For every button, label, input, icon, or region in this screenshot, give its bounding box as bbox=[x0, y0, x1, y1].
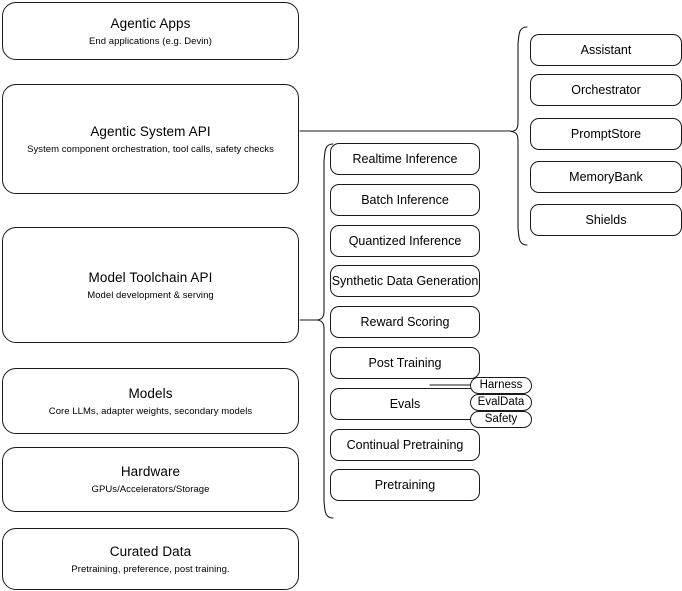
layer-subtitle: System component orchestration, tool cal… bbox=[27, 143, 274, 155]
component-promptstore[interactable]: PromptStore bbox=[530, 118, 682, 150]
component-post-training[interactable]: Post Training bbox=[330, 347, 480, 379]
layer-subtitle: Core LLMs, adapter weights, secondary mo… bbox=[48, 405, 253, 417]
component-quantized-inference[interactable]: Quantized Inference bbox=[330, 225, 480, 257]
layer-title: Agentic System API bbox=[90, 123, 211, 139]
layer-agentic-system-api[interactable]: Agentic System API System component orch… bbox=[2, 84, 299, 194]
component-synthetic-data-generation[interactable]: Synthetic Data Generation bbox=[330, 265, 480, 297]
component-label: Orchestrator bbox=[571, 83, 641, 97]
component-label: Evals bbox=[389, 397, 421, 411]
layer-title: Hardware bbox=[120, 464, 181, 479]
component-pretraining[interactable]: Pretraining bbox=[330, 469, 480, 501]
layer-subtitle: Model development & serving bbox=[87, 289, 214, 301]
component-label: Pretraining bbox=[374, 478, 436, 492]
layer-hardware[interactable]: Hardware GPUs/Accelerators/Storage bbox=[2, 447, 299, 512]
component-reward-scoring[interactable]: Reward Scoring bbox=[330, 306, 480, 338]
badge-evaldata[interactable]: EvalData bbox=[470, 394, 532, 411]
component-shields[interactable]: Shields bbox=[530, 204, 682, 236]
component-label: MemoryBank bbox=[569, 170, 643, 184]
layer-title: Curated Data bbox=[109, 543, 192, 559]
component-label: Synthetic Data Generation bbox=[331, 274, 479, 288]
layer-subtitle: Pretraining, preference, post training. bbox=[71, 563, 230, 575]
layer-title: Model Toolchain API bbox=[88, 269, 213, 285]
component-continual-pretraining[interactable]: Continual Pretraining bbox=[330, 429, 480, 461]
component-label: PromptStore bbox=[570, 127, 642, 141]
layer-models[interactable]: Models Core LLMs, adapter weights, secon… bbox=[2, 368, 299, 434]
layer-title: Agentic Apps bbox=[110, 15, 191, 31]
component-label: Assistant bbox=[580, 43, 632, 57]
component-label: Quantized Inference bbox=[348, 234, 462, 248]
component-label: Shields bbox=[585, 213, 627, 227]
brace-agentic-components bbox=[510, 26, 528, 246]
badge-safety[interactable]: Safety bbox=[470, 411, 532, 428]
layer-subtitle: GPUs/Accelerators/Storage bbox=[91, 484, 210, 495]
component-label: Continual Pretraining bbox=[346, 438, 464, 452]
component-batch-inference[interactable]: Batch Inference bbox=[330, 184, 480, 216]
badge-harness[interactable]: Harness bbox=[470, 377, 532, 394]
component-memorybank[interactable]: MemoryBank bbox=[530, 161, 682, 193]
layer-curated-data[interactable]: Curated Data Pretraining, preference, po… bbox=[2, 528, 299, 590]
component-label: Realtime Inference bbox=[352, 152, 458, 166]
layer-model-toolchain-api[interactable]: Model Toolchain API Model development & … bbox=[2, 227, 299, 343]
component-label: Reward Scoring bbox=[360, 315, 450, 329]
layer-subtitle: End applications (e.g. Devin) bbox=[89, 35, 212, 47]
component-label: Post Training bbox=[368, 356, 442, 370]
component-evals[interactable]: Evals bbox=[330, 388, 480, 420]
layer-title: Models bbox=[128, 385, 173, 401]
component-orchestrator[interactable]: Orchestrator bbox=[530, 74, 682, 106]
component-label: Batch Inference bbox=[361, 193, 449, 207]
layer-agentic-apps[interactable]: Agentic Apps End applications (e.g. Devi… bbox=[2, 2, 299, 60]
component-realtime-inference[interactable]: Realtime Inference bbox=[330, 143, 480, 175]
component-assistant[interactable]: Assistant bbox=[530, 34, 682, 66]
